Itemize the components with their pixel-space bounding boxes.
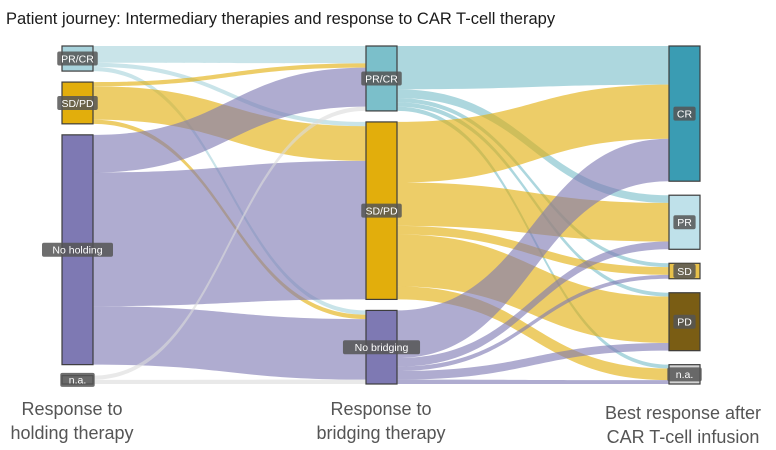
column-label-holding-line2: holding therapy [10, 423, 133, 443]
flow-b_none-to-r_pd [397, 342, 669, 380]
column-label-bridging-line2: bridging therapy [316, 423, 445, 443]
node-r_pr: PR [668, 194, 701, 250]
flow-b_none-to-r_na [397, 379, 669, 384]
flow-b_none-to-r_cr [397, 138, 669, 359]
node-label-bg-h_prcr [57, 51, 98, 66]
node-h_na: n.a. [60, 372, 95, 387]
node-label-bg-b_none [342, 340, 421, 355]
flow-h_none-to-b_prcr [93, 67, 366, 173]
node-label-bg-h_sdpd [57, 95, 98, 110]
column-label-car-t: Best response after CAR T-cell infusion [605, 403, 761, 447]
node-label-bg-h_na [60, 372, 95, 387]
flow-b_prcr-to-r_sd [397, 97, 669, 268]
flow-h_none-to-b_none [93, 306, 366, 380]
flow-h_prcr-to-b_sdpd [93, 62, 366, 127]
node-label-h_prcr: PR/CR [61, 53, 94, 65]
flow-b_sdpd-to-r_na [397, 286, 669, 381]
node-b_none: No bridging [342, 309, 421, 385]
flow-b_none-to-r_sd [397, 274, 669, 372]
node-label-bg-r_pr [673, 215, 696, 230]
node-r_pd: PD [668, 292, 701, 352]
node-label-r_pd: PD [677, 317, 692, 329]
flow-h_none-to-b_sdpd [93, 160, 366, 307]
node-label-b_none: No bridging [355, 342, 409, 354]
column-label-car-t-line1: Best response after [605, 403, 761, 423]
node-label-r_sd: SD [677, 266, 692, 278]
flow-links [93, 46, 669, 384]
column-label-bridging: Response to bridging therapy [316, 399, 445, 443]
node-b_sdpd: SD/PD [361, 121, 402, 301]
flow-h_na-to-b_prcr [93, 106, 366, 380]
node-label-r_na: n.a. [676, 369, 694, 381]
node-label-h_none: No holding [52, 245, 102, 257]
node-r_cr: CR [668, 45, 701, 182]
flow-h_sdpd-to-b_prcr [93, 63, 366, 87]
node-label-bg-r_na [667, 367, 702, 382]
node-label-h_sdpd: SD/PD [61, 98, 94, 110]
flow-h_prcr-to-b_prcr [93, 46, 366, 64]
node-label-b_prcr: PR/CR [365, 73, 398, 85]
node-label-h_na: n.a. [69, 375, 87, 387]
column-label-holding: Response to holding therapy [10, 399, 133, 443]
flow-b_sdpd-to-r_pr [397, 182, 669, 242]
stage-nodes: PR/CR SD/PD No holding n.a. PR/CR SD/PD No bri… [42, 45, 702, 387]
node-label-b_sdpd: SD/PD [365, 205, 398, 217]
node-h_none: No holding [42, 134, 113, 366]
node-label-bg-r_cr [673, 106, 696, 121]
flow-h_na-to-b_none [93, 379, 366, 384]
node-h_prcr: PR/CR [57, 45, 98, 72]
flow-b_prcr-to-r_cr [397, 46, 669, 90]
node-label-r_pr: PR [677, 217, 692, 229]
column-label-bridging-line1: Response to [330, 399, 431, 419]
node-r_na: n.a. [667, 364, 702, 385]
flow-b_none-to-r_pr [397, 241, 669, 367]
node-label-bg-h_none [42, 242, 113, 257]
node-h_sdpd: SD/PD [57, 81, 98, 125]
node-label-bg-r_sd [673, 264, 696, 279]
node-label-r_cr: CR [677, 108, 693, 120]
node-label-bg-r_pd [673, 314, 696, 329]
diagram-title: Patient journey: Intermediary therapies … [6, 10, 556, 28]
node-label-bg-b_prcr [361, 71, 402, 86]
node-b_prcr: PR/CR [361, 45, 402, 112]
node-r_sd: SD [668, 262, 701, 280]
flow-b_sdpd-to-r_cr [397, 84, 669, 183]
column-label-holding-line1: Response to [21, 399, 122, 419]
flow-b_sdpd-to-r_pd [397, 234, 669, 343]
node-label-bg-b_sdpd [361, 203, 402, 218]
column-label-car-t-line2: CAR T-cell infusion [607, 427, 760, 447]
